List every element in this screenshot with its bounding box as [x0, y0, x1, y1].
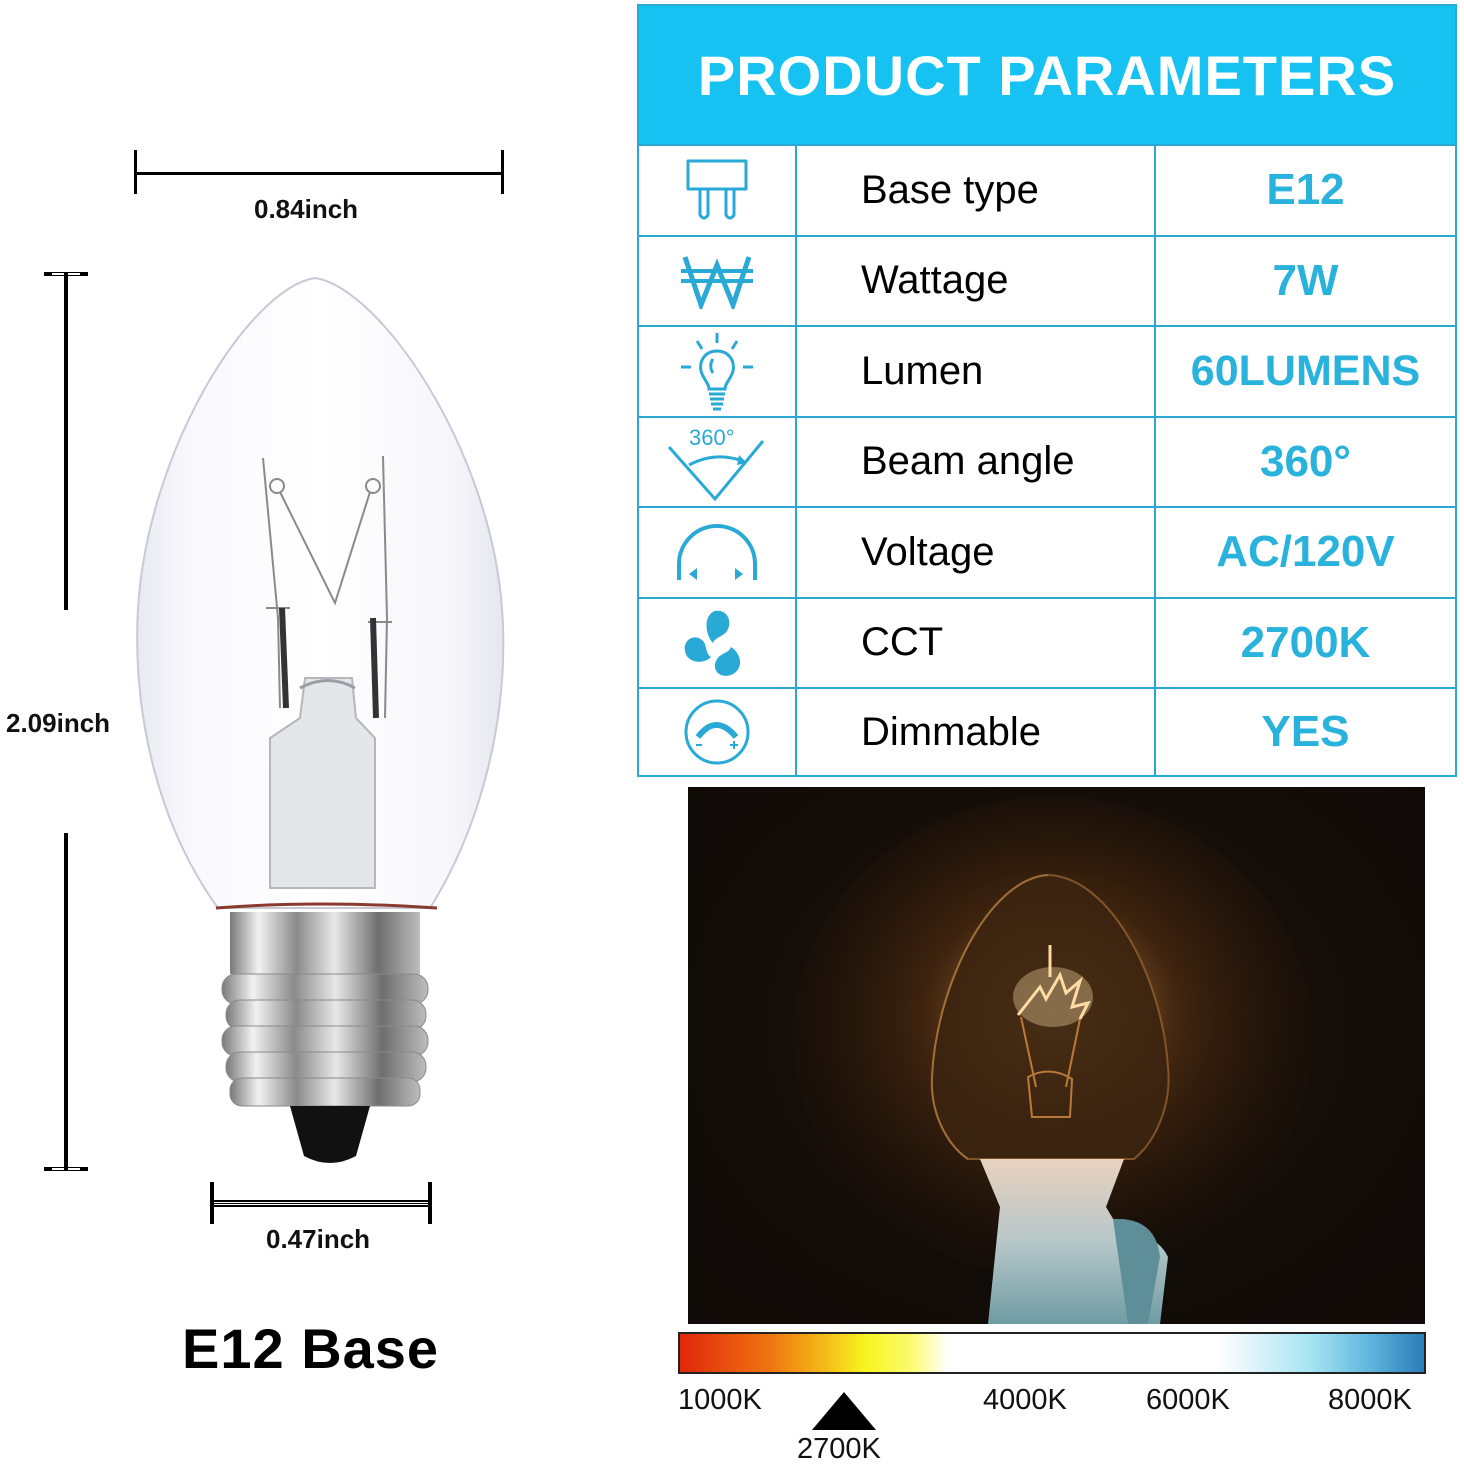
- cct-tick-label: 4000K: [983, 1384, 1067, 1416]
- voltage-icon: [677, 524, 757, 581]
- param-value: E12: [1266, 165, 1345, 215]
- dimension-tick: [134, 150, 137, 194]
- svg-text:360°: 360°: [689, 425, 735, 450]
- dimension-bar: [210, 1200, 432, 1207]
- lit-bulb-photo: [688, 787, 1425, 1324]
- bulb-base-icon: [686, 159, 748, 220]
- table-row: CCT 2700K: [639, 596, 1455, 687]
- table-header: PRODUCT PARAMETERS: [639, 6, 1455, 144]
- cct-tick-label: 8000K: [1328, 1384, 1412, 1416]
- dimension-tick: [428, 1182, 432, 1224]
- param-label: Lumen: [797, 327, 1156, 416]
- table-row: Voltage AC/120V: [639, 506, 1455, 597]
- width-dimension-label: 0.84inch: [254, 194, 359, 224]
- dimension-cap: [44, 1167, 88, 1171]
- param-label: Voltage: [797, 508, 1156, 597]
- dimension-tick: [501, 150, 504, 194]
- base-title: E12 Base: [182, 1317, 440, 1380]
- param-label: Dimmable: [797, 689, 1156, 775]
- base-width-dimension-label: 0.47inch: [266, 1224, 371, 1254]
- color-temperature-scale: [678, 1332, 1426, 1374]
- param-label: Beam angle: [797, 417, 1156, 506]
- table-row: Base type E12: [639, 144, 1455, 235]
- light-bulb-icon: [681, 333, 753, 411]
- dimension-tick: [210, 1182, 214, 1224]
- lit-bulb-illustration: [793, 797, 1313, 1324]
- table-row: 360° Beam angle 360°: [639, 415, 1455, 506]
- param-value: 360°: [1259, 436, 1351, 486]
- product-parameters-table: PRODUCT PARAMETERS Base type E12 Wattage…: [637, 4, 1457, 777]
- height-dimension-line: [44, 270, 88, 1175]
- height-dimension-label: 2.09inch: [6, 708, 111, 738]
- dimmer-icon: [684, 699, 750, 765]
- cct-marker-triangle-icon: [812, 1392, 876, 1430]
- param-label: CCT: [797, 598, 1156, 687]
- width-dimension-line: [134, 150, 504, 194]
- clear-bulb-image: [136, 276, 505, 1163]
- base-width-dimension-line: [210, 1182, 432, 1226]
- param-value: AC/120V: [1216, 527, 1395, 577]
- dimension-bar: [134, 172, 504, 175]
- cct-marker-label: 2700K: [797, 1433, 881, 1464]
- dimension-bar: [64, 833, 68, 1169]
- param-value: 2700K: [1240, 617, 1371, 667]
- param-label: Wattage: [797, 236, 1156, 325]
- wattage-icon: [681, 255, 753, 309]
- table-row: Lumen 60LUMENS: [639, 325, 1455, 416]
- param-value: 60LUMENS: [1190, 346, 1421, 395]
- dimension-bar: [64, 274, 68, 610]
- table-row: Dimmable YES: [639, 687, 1455, 775]
- table-title: PRODUCT PARAMETERS: [697, 43, 1397, 107]
- color-temperature-icon: [684, 610, 741, 676]
- param-value: YES: [1261, 707, 1350, 756]
- cct-tick-label: 6000K: [1146, 1384, 1230, 1416]
- param-value: 7W: [1272, 255, 1339, 305]
- table-row: Wattage 7W: [639, 234, 1455, 325]
- cct-tick-label: 1000K: [678, 1384, 762, 1416]
- param-label: Base type: [797, 146, 1156, 235]
- beam-angle-icon: 360°: [667, 425, 765, 502]
